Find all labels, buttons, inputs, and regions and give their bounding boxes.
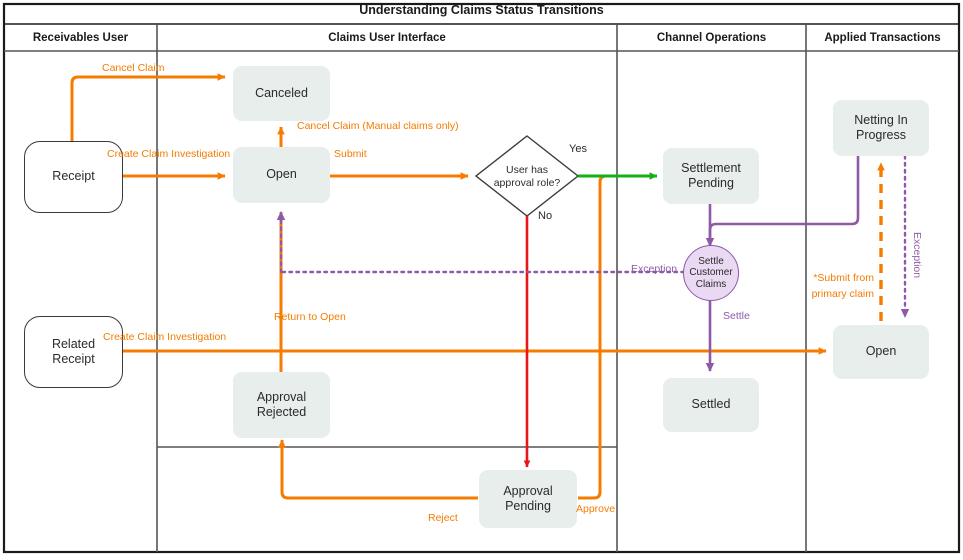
node-settlement-pending[interactable]: Settlement Pending bbox=[663, 148, 759, 204]
node-canceled[interactable]: Canceled bbox=[233, 66, 330, 121]
node-applied-open[interactable]: Open bbox=[833, 325, 929, 379]
edge-label-create-claim-investigation-2: Create Claim Investigation bbox=[103, 331, 227, 343]
edge-label-cancel-claim-manual: Cancel Claim (Manual claims only) bbox=[297, 120, 459, 132]
node-related-receipt-label-line1: Related bbox=[51, 336, 96, 351]
node-settled-label: Settled bbox=[691, 397, 731, 412]
edge-approval-pending-approve bbox=[578, 174, 612, 500]
node-receipt-label: Receipt bbox=[52, 169, 95, 184]
node-approval-pending-label-line1: Approval bbox=[503, 483, 553, 498]
edge-label-no: No bbox=[538, 210, 553, 222]
lane-header-claims-user-interface: Claims User Interface bbox=[328, 32, 446, 44]
edge-label-create-claim-investigation-1: Create Claim Investigation bbox=[107, 148, 231, 160]
node-decision-user-has-approval-role[interactable]: User has approval role? bbox=[477, 164, 577, 190]
node-approval-rejected[interactable]: Approval Rejected bbox=[233, 372, 330, 438]
edge-label-reject: Reject bbox=[428, 512, 458, 524]
edge-label-cancel-claim: Cancel Claim bbox=[102, 62, 165, 74]
node-approval-rejected-label-line2: Rejected bbox=[256, 405, 307, 419]
edge-receipt-to-canceled bbox=[70, 73, 226, 148]
lane-header-channel-operations: Channel Operations bbox=[656, 32, 767, 44]
node-netting-in-progress-label-line2: Progress bbox=[855, 128, 907, 142]
node-approval-rejected-label-line1: Approval bbox=[256, 389, 307, 404]
node-open[interactable]: Open bbox=[233, 147, 330, 203]
edge-label-exception-left: Exception bbox=[631, 263, 678, 275]
decision-label-line1: User has bbox=[505, 164, 548, 176]
edge-label-settle: Settle bbox=[723, 310, 750, 322]
node-settle-customer-claims-label-line2: Customer bbox=[689, 267, 733, 279]
node-settlement-pending-label-line1: Settlement bbox=[681, 160, 741, 175]
lane-header-receivables-user: Receivables User bbox=[32, 32, 129, 44]
edge-netting-in-progress-to-settle-customer-claims bbox=[708, 156, 860, 246]
node-settled[interactable]: Settled bbox=[663, 378, 759, 432]
edge-label-return-to-open: Return to Open bbox=[274, 311, 346, 323]
node-netting-in-progress[interactable]: Netting In Progress bbox=[833, 100, 929, 156]
edge-label-exception-right: Exception bbox=[911, 232, 923, 279]
node-settle-customer-claims-label-line3: Claims bbox=[695, 278, 727, 290]
node-related-receipt-label-line2: Receipt bbox=[52, 352, 95, 366]
node-approval-pending-label-line2: Pending bbox=[505, 499, 551, 513]
lane-header-applied-transactions: Applied Transactions bbox=[824, 32, 941, 44]
edge-label-submit-from-primary-line2: primary claim bbox=[811, 288, 874, 300]
node-related-receipt[interactable]: Related Receipt bbox=[24, 316, 123, 388]
node-netting-in-progress-label-line1: Netting In bbox=[854, 112, 908, 127]
decision-label-line2: approval role? bbox=[493, 177, 561, 190]
node-open-label: Open bbox=[266, 167, 297, 182]
node-canceled-label: Canceled bbox=[255, 85, 308, 100]
node-applied-open-label: Open bbox=[865, 344, 897, 359]
edge-label-yes: Yes bbox=[569, 143, 587, 155]
node-approval-pending[interactable]: Approval Pending bbox=[479, 470, 577, 528]
node-receipt[interactable]: Receipt bbox=[24, 141, 123, 213]
edge-label-submit-from-primary-line1: *Submit from bbox=[813, 272, 874, 284]
diagram-title: Understanding Claims Status Transitions bbox=[359, 3, 604, 17]
node-settle-customer-claims-label-line1: Settle bbox=[698, 256, 724, 268]
edge-label-submit: Submit bbox=[334, 148, 367, 160]
edge-approval-pending-reject bbox=[278, 439, 478, 500]
node-settle-customer-claims[interactable]: Settle Customer Claims bbox=[683, 245, 739, 301]
edge-label-approve: Approve bbox=[576, 503, 616, 515]
node-settlement-pending-label-line2: Pending bbox=[688, 176, 734, 190]
